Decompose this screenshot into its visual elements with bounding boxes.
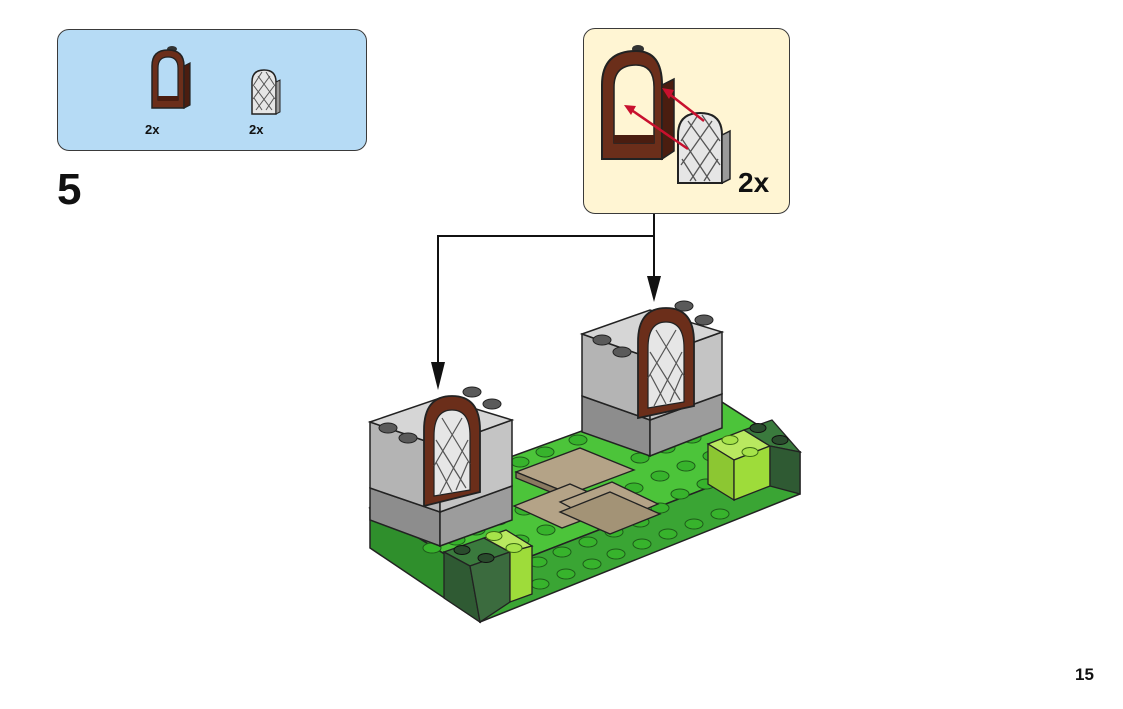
parts-list-panel: 2x 2x xyxy=(57,29,367,151)
window-lattice-pane-part xyxy=(251,69,281,115)
callout-assembly-illustration xyxy=(601,45,731,185)
brown-window-frame-part xyxy=(151,46,191,109)
callout-quantity: 2x xyxy=(738,167,770,198)
parts-quantity-frame: 2x xyxy=(145,122,160,137)
parts-quantity-pane: 2x xyxy=(249,122,264,137)
subassembly-callout: 2x xyxy=(583,28,790,214)
step-number: 5 xyxy=(57,165,82,214)
page-number: 15 xyxy=(1075,665,1094,684)
